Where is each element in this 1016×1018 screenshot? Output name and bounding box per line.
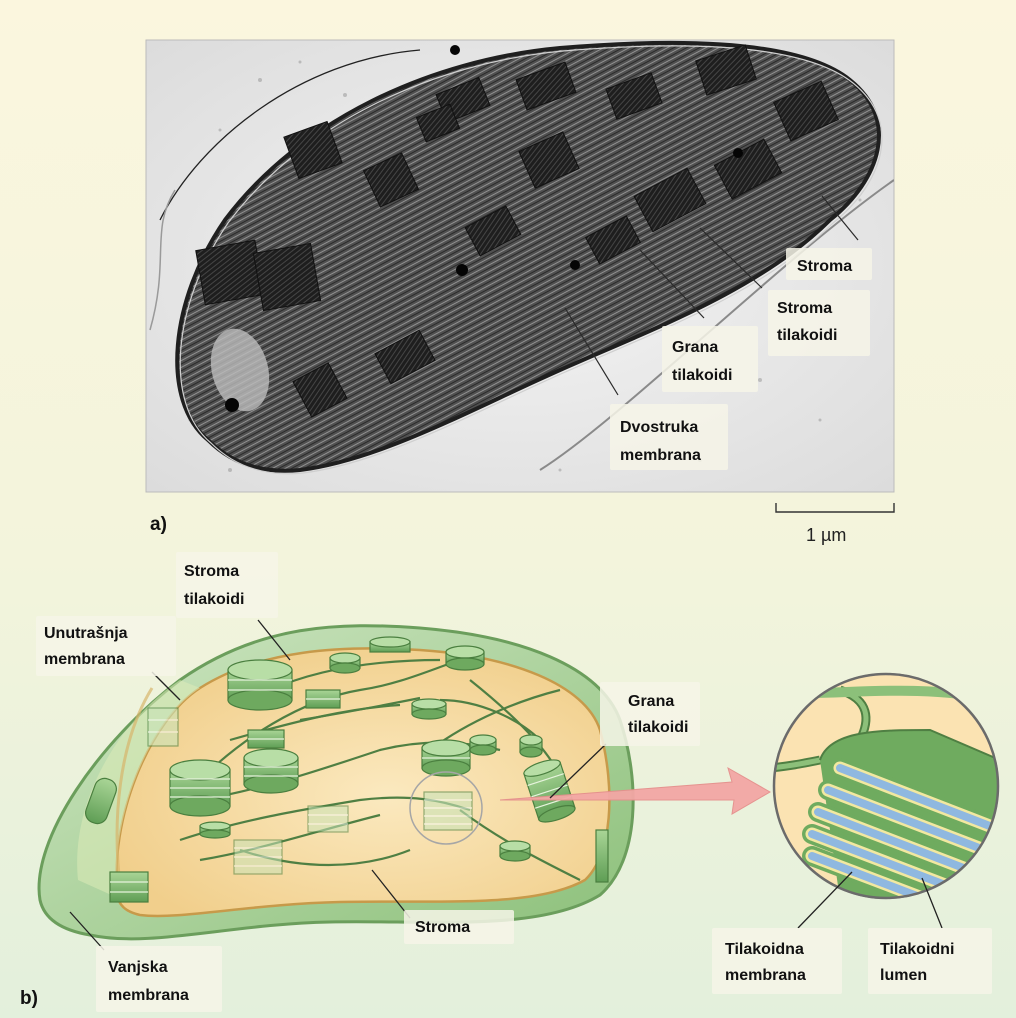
scale-bar: 1 µm [776,503,894,545]
label-stroma-thylakoids-b-line1: Stroma [184,563,239,580]
label-double-membrane-a-line1: Dvostruka [620,419,698,436]
label-grana-a-line1: Grana [672,339,718,356]
panel-marker-a: a) [150,514,167,535]
diagram-panel: Stroma tilakoidi Unutrašnja membrana Gra… [20,552,1016,1012]
label-stroma-thylakoids-a-line2: tilakoidi [777,327,837,344]
scale-bar-label: 1 µm [806,525,846,545]
label-grana-b-line1: Grana [628,693,674,710]
label-thylakoid-lumen-b-line2: lumen [880,967,927,984]
label-double-membrane-a-line2: membrana [620,447,701,464]
label-outer-membrane-b-line1: Vanjska [108,959,168,976]
panel-marker-b: b) [20,988,38,1009]
label-thylakoid-membrane-b-line1: Tilakoidna [725,941,804,958]
label-stroma-thylakoids-a-line1: Stroma [777,300,832,317]
label-stroma-thylakoids-b-line2: tilakoidi [184,591,244,608]
label-outer-membrane-b-line2: membrana [108,987,189,1004]
micrograph-panel: Stroma Stroma tilakoidi Grana tilakoidi … [146,40,894,545]
label-grana-b-line2: tilakoidi [628,719,688,736]
label-inner-membrane-b-line1: Unutrašnja [44,625,128,642]
label-stroma-a: Stroma [797,258,852,275]
label-thylakoid-lumen-b-line1: Tilakoidni [880,941,954,958]
zoom-inset [760,670,1016,920]
label-grana-a-line2: tilakoidi [672,367,732,384]
label-thylakoid-membrane-b-line2: membrana [725,967,806,984]
label-inner-membrane-b-line2: membrana [44,651,125,668]
label-stroma-b: Stroma [415,919,470,936]
